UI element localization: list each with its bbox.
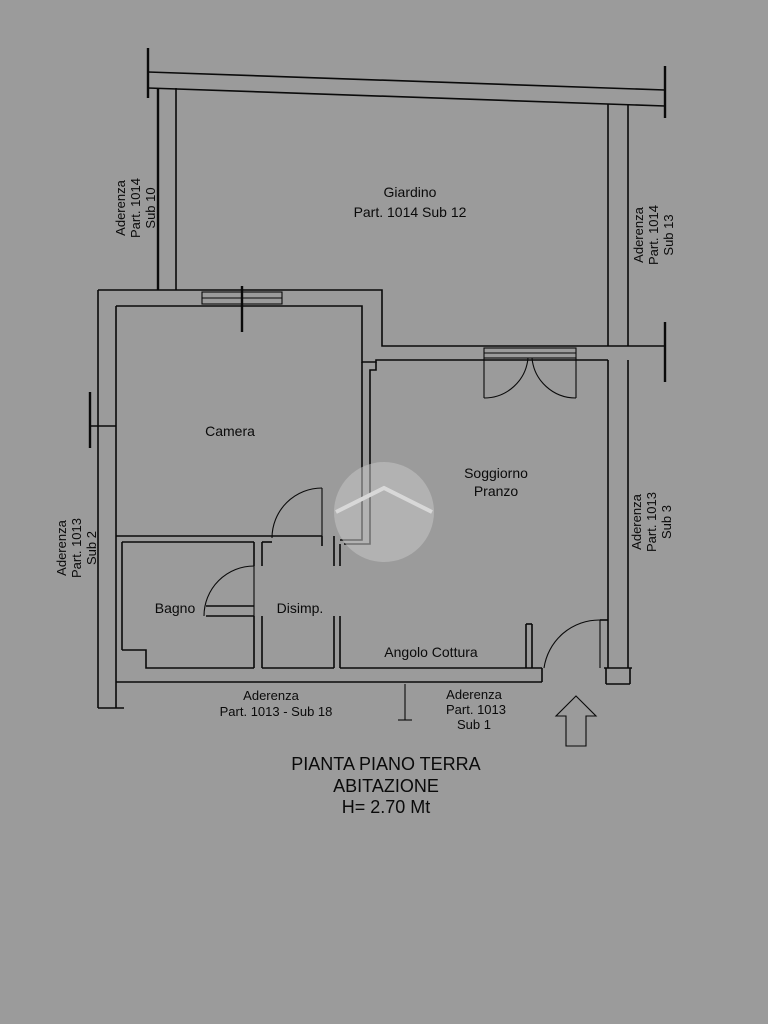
adjacent-left-top-line1: Aderenza bbox=[113, 179, 128, 235]
adjacent-bottom-left-line2: Part. 1013 - Sub 18 bbox=[220, 704, 333, 719]
adjacent-left-bottom: Aderenza Part. 1013 Sub 2 bbox=[54, 518, 99, 578]
adjacent-right-top-line2: Part. 1014 bbox=[646, 205, 661, 265]
adjacent-left-bottom-line2: Part. 1013 bbox=[69, 518, 84, 578]
adjacent-right-bottom-line2: Part. 1013 bbox=[644, 492, 659, 552]
plan-subtitle: ABITAZIONE bbox=[333, 776, 439, 796]
label-camera: Camera bbox=[205, 423, 255, 439]
label-bagno: Bagno bbox=[155, 600, 196, 616]
house-logo-icon bbox=[334, 462, 434, 562]
adjacent-right-top-line1: Aderenza bbox=[631, 206, 646, 262]
adjacent-right-bottom-line1: Aderenza bbox=[629, 493, 644, 549]
label-pranzo: Pranzo bbox=[474, 483, 519, 499]
door-bagno bbox=[203, 565, 255, 617]
up-arrow-icon bbox=[554, 695, 598, 747]
adjacent-right-bottom: Aderenza Part. 1013 Sub 3 bbox=[629, 492, 674, 552]
door-camera bbox=[271, 487, 323, 539]
door-entrance bbox=[543, 619, 601, 669]
adjacent-right-top-line3: Sub 13 bbox=[661, 214, 676, 255]
interior-walls bbox=[116, 362, 608, 669]
adjacent-left-top-line2: Part. 1014 bbox=[128, 178, 143, 238]
label-soggiorno: Soggiorno bbox=[464, 465, 528, 481]
label-angolo-cottura: Angolo Cottura bbox=[384, 644, 478, 660]
label-giardino-title: Giardino bbox=[384, 184, 437, 200]
garden-walls bbox=[146, 48, 667, 346]
adjacent-bottom-right-line1: Aderenza bbox=[446, 687, 502, 702]
adjacent-right-top: Aderenza Part. 1014 Sub 13 bbox=[631, 205, 676, 265]
adjacent-bottom-right-line2: Part. 1013 bbox=[446, 702, 506, 717]
adjacent-left-bottom-line1: Aderenza bbox=[54, 519, 69, 575]
label-disimp: Disimp. bbox=[277, 600, 324, 616]
window-door-soggiorno bbox=[483, 347, 577, 399]
adjacent-bottom-right-line3: Sub 1 bbox=[457, 717, 491, 732]
adjacent-left-top-line3: Sub 10 bbox=[143, 187, 158, 228]
plan-height: H= 2.70 Mt bbox=[342, 797, 431, 817]
plan-title: PIANTA PIANO TERRA bbox=[291, 754, 480, 774]
label-giardino-part: Part. 1014 Sub 12 bbox=[354, 204, 467, 220]
adjacent-right-bottom-line3: Sub 3 bbox=[659, 505, 674, 539]
adjacent-left-bottom-line3: Sub 2 bbox=[84, 531, 99, 565]
adjacent-bottom-left-line1: Aderenza bbox=[243, 688, 299, 703]
window-camera bbox=[201, 286, 283, 332]
house-outer-walls bbox=[88, 289, 667, 721]
adjacent-left-top: Aderenza Part. 1014 Sub 10 bbox=[113, 178, 158, 238]
